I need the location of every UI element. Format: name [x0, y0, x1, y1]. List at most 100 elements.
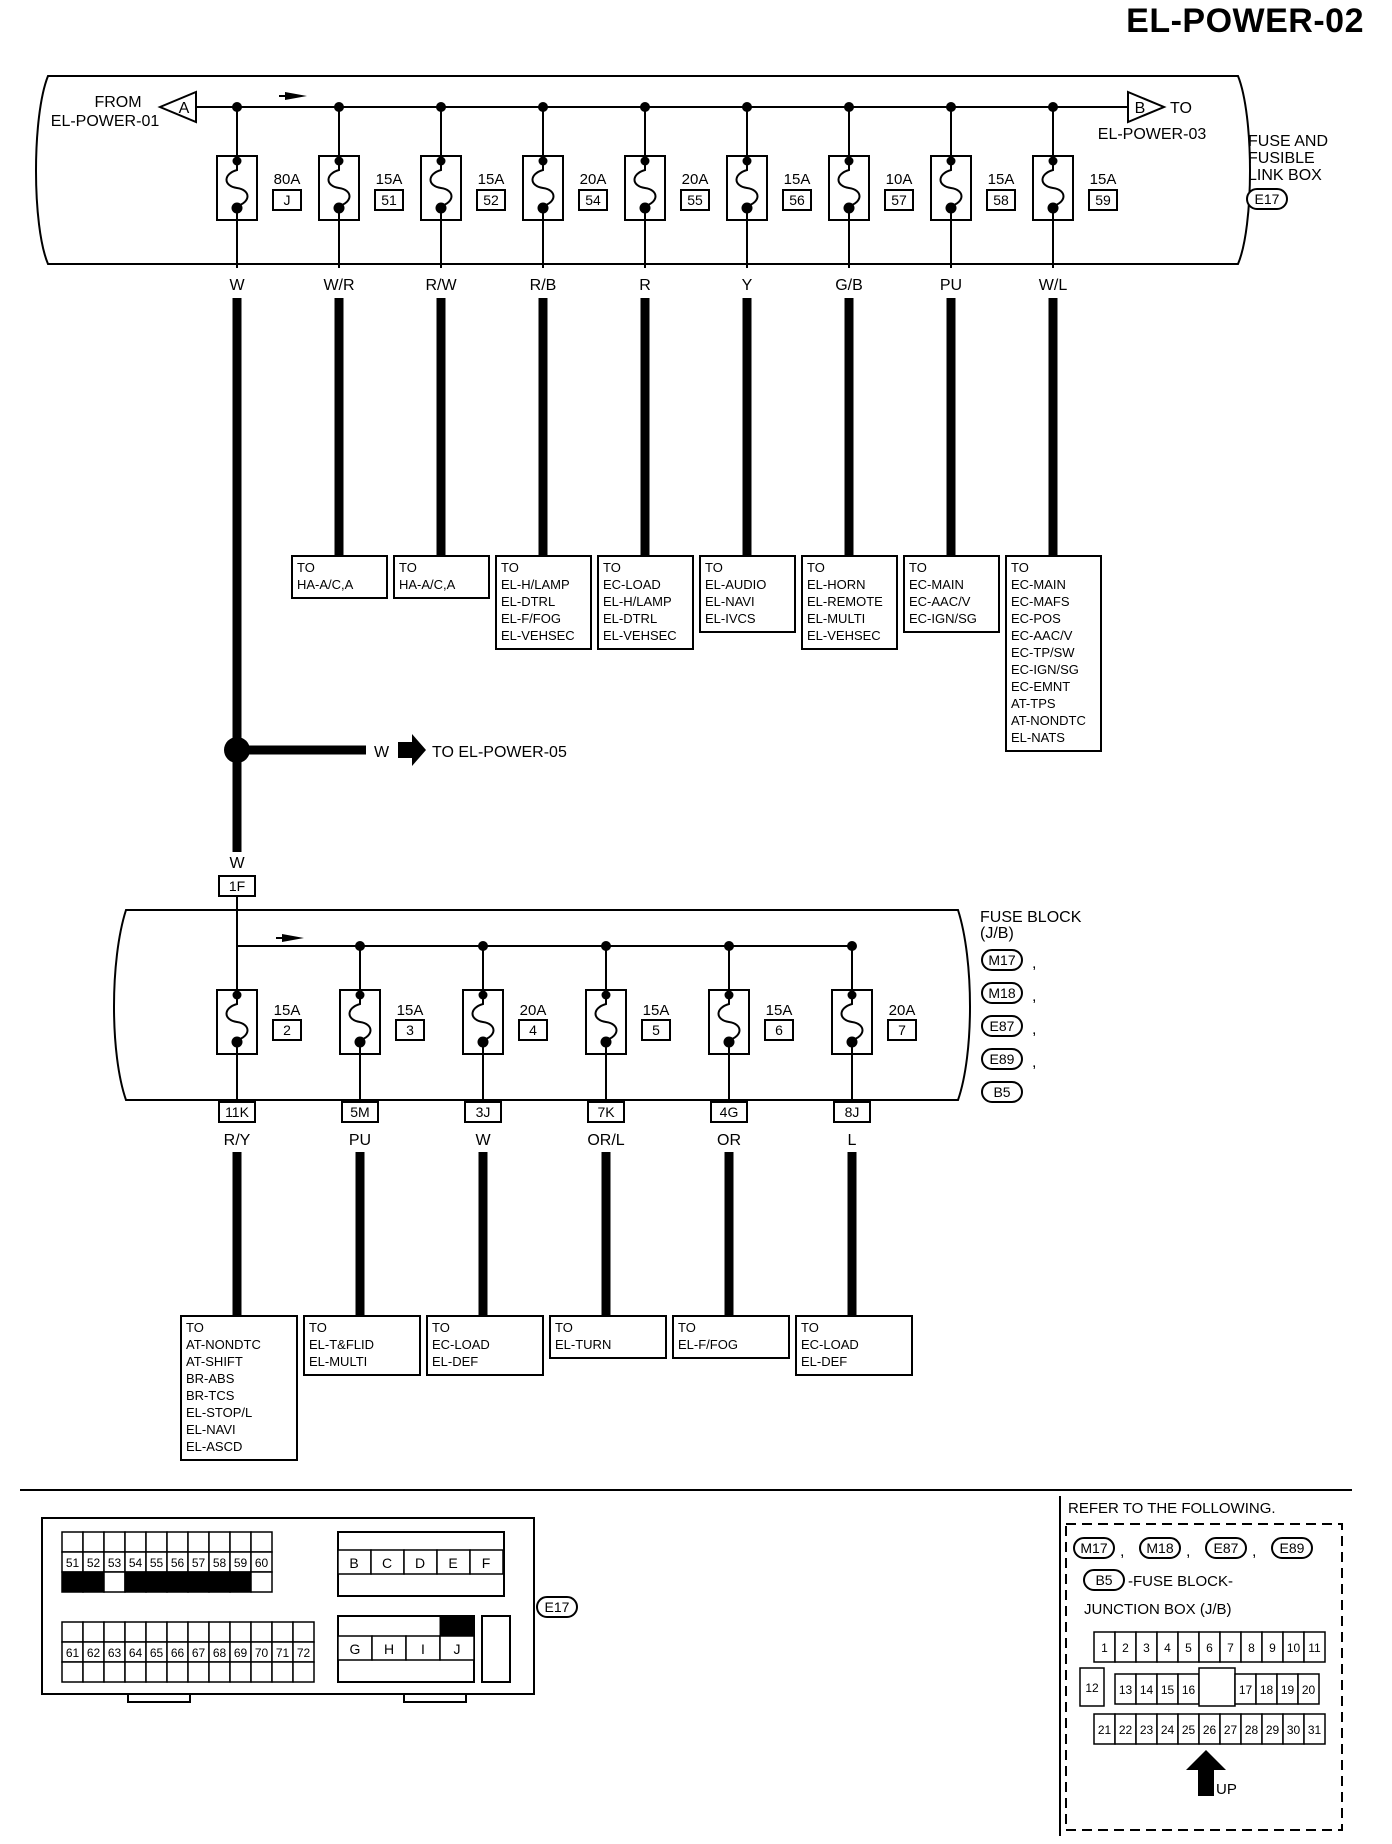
fuse-block-connector-tag-label: B5 — [993, 1084, 1010, 1100]
cavity-number: 59 — [234, 1556, 248, 1570]
fuse-id-box — [476, 189, 506, 211]
pin-connector-label: 4G — [720, 1104, 739, 1120]
fuse-element — [531, 160, 555, 208]
to-label: TO — [1170, 100, 1192, 117]
destination-box-fb-2-line: TO — [186, 1320, 204, 1335]
fuse-amp-rating: 15A — [274, 1002, 301, 1019]
fuse-id-box-label: 51 — [381, 192, 397, 208]
destination-box-fb-7 — [795, 1315, 913, 1376]
cavity-number: 53 — [108, 1556, 122, 1570]
destination-box-fb-2 — [180, 1315, 298, 1461]
wire-color-label: R/W — [425, 277, 457, 294]
pin-connector-label: 5M — [350, 1104, 369, 1120]
wire-color-label: L — [848, 1132, 857, 1149]
wire-color-label: R/Y — [224, 1132, 251, 1149]
refer-b5-tag-label: B5 — [1095, 1572, 1112, 1588]
cavity — [145, 1531, 168, 1553]
fuse-block-fuse-2 — [216, 989, 258, 1055]
cavity-pin — [103, 1571, 126, 1593]
jb-cavity — [1297, 1673, 1320, 1705]
fuse-id-box — [518, 1019, 548, 1041]
fuse-block-connector-tag — [981, 1048, 1023, 1070]
cavity — [61, 1531, 84, 1553]
destination-box-fb-3 — [303, 1315, 421, 1376]
fuse-terminal-bottom — [477, 1036, 489, 1048]
fuse-amp-rating: 15A — [397, 1002, 424, 1019]
cavity-pin — [82, 1571, 105, 1593]
cavity-pin — [103, 1661, 126, 1683]
fuse-terminal-top — [478, 990, 488, 1000]
cavity — [208, 1621, 231, 1643]
cavity — [82, 1621, 105, 1643]
fuse-id-box — [272, 189, 302, 211]
destination-box-55 — [597, 555, 694, 650]
fuse-id-box — [986, 189, 1016, 211]
fuse-block-connector-tag-label: E87 — [990, 1018, 1015, 1034]
fuse-amp-rating: 15A — [988, 171, 1015, 188]
destination-box-59 — [1005, 555, 1102, 752]
cavity-pin — [292, 1661, 315, 1683]
cavity — [124, 1621, 147, 1643]
cavity-pin — [250, 1571, 273, 1593]
fuse-id-box-label: 7 — [898, 1022, 906, 1038]
destination-box-58 — [903, 555, 1000, 633]
cavity-pin — [145, 1661, 168, 1683]
fuse-terminal-top — [232, 990, 242, 1000]
fuse-id-box — [578, 189, 608, 211]
jb-cavity-number: 9 — [1269, 1641, 1276, 1655]
destination-box-fb-4-line: EL-DEF — [432, 1354, 478, 1369]
fusible-link-slot — [436, 1549, 471, 1575]
fusible-link-slot — [370, 1549, 405, 1575]
jb-cavity — [1303, 1713, 1326, 1745]
from-label: FROM — [94, 94, 141, 111]
fuse-box-label: LINK BOX — [1248, 167, 1322, 184]
fuse-id-box — [1088, 189, 1118, 211]
fusible-link-letter: B — [349, 1555, 358, 1571]
destination-box-57-line: EL-REMOTE — [807, 594, 883, 609]
connector-separator: , — [1252, 1543, 1256, 1560]
cavity-number: 66 — [171, 1646, 185, 1660]
fuse-block-fuse-6 — [708, 989, 750, 1055]
jb-cavity — [1079, 1667, 1105, 1707]
fuse-element — [348, 994, 372, 1042]
fuse-amp-rating: 15A — [376, 171, 403, 188]
from-sheet-label: EL-POWER-01 — [51, 113, 160, 130]
fuse-element — [594, 994, 618, 1042]
jb-cavity-number: 29 — [1266, 1723, 1280, 1737]
destination-box-57 — [801, 555, 898, 650]
fuse-block-fuse-7 — [831, 989, 873, 1055]
destination-box-fb-6-line: TO — [678, 1320, 696, 1335]
fuse-block-fuse-4 — [462, 989, 504, 1055]
fuse-terminal-top — [355, 990, 365, 1000]
destination-box-fb-6-line: EL-F/FOG — [678, 1337, 738, 1352]
fuse-element — [633, 160, 657, 208]
cavity-number: 69 — [234, 1646, 248, 1660]
fuse-terminal-top — [601, 990, 611, 1000]
fusible-link-slot — [403, 1549, 438, 1575]
fuse-terminal-bottom — [435, 202, 447, 214]
cavity-number: 64 — [129, 1646, 143, 1660]
refer-box-outline — [1065, 1523, 1343, 1831]
fuse-51 — [318, 155, 360, 221]
fuse-id-box-label: 56 — [789, 192, 805, 208]
fuse-56 — [726, 155, 768, 221]
pin-connector-label: 3J — [476, 1104, 491, 1120]
fuse-terminal-top — [847, 990, 857, 1000]
jb-cavity — [1303, 1631, 1326, 1663]
e17-connector-tag — [1246, 188, 1288, 210]
destination-box-51-line: HA-A/C,A — [297, 577, 354, 592]
destination-box-fb-7-line: EL-DEF — [801, 1354, 847, 1369]
fusible-link-slot — [337, 1635, 373, 1661]
fuse-amp-rating: 20A — [580, 171, 607, 188]
wire-color-label: R/B — [530, 277, 557, 294]
fuse-id-box-label: 5 — [652, 1022, 660, 1038]
fuse-terminal-top — [1048, 156, 1058, 166]
cavity-pin — [271, 1661, 294, 1683]
jb-cavity-number: 21 — [1098, 1723, 1112, 1737]
fuse-id-box-label: 58 — [993, 192, 1009, 208]
cavity — [103, 1531, 126, 1553]
fuse-52 — [420, 155, 462, 221]
fuse-id-box — [395, 1019, 425, 1041]
destination-box-fb-2-line: EL-ASCD — [186, 1439, 242, 1454]
fuse-id-box-label: 2 — [283, 1022, 291, 1038]
